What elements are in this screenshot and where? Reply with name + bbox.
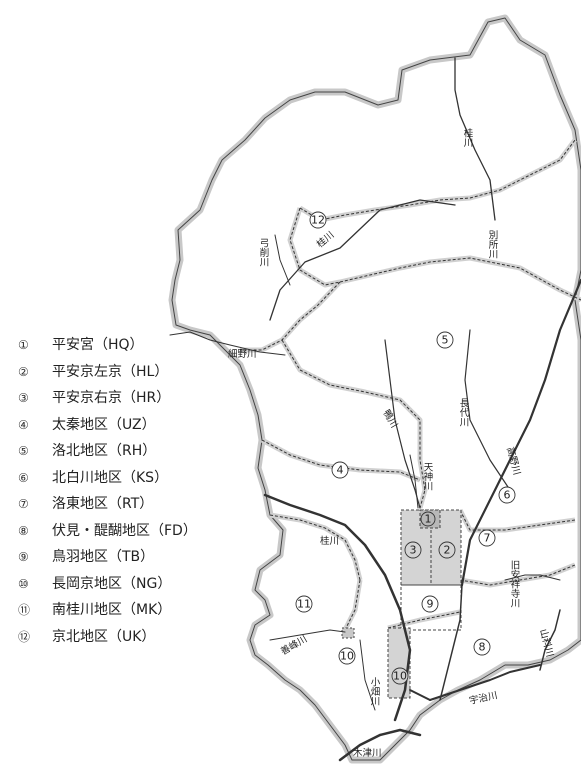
legend-num: ⑩ [18, 576, 29, 591]
outer-boundary [168, 14, 581, 764]
legend-label: 平安京左京（HL） [52, 363, 169, 380]
river-takano: 高野川 [504, 446, 523, 477]
legend-label: 太秦地区（UZ） [52, 416, 156, 433]
area-5-label: 5 [442, 334, 449, 347]
river-katsura-north: 桂川 [462, 127, 474, 147]
river-yuge: 弓削川 [258, 238, 270, 267]
area-10-label: 10 [340, 650, 354, 663]
legend-item-3: ③ 平安京右京（HR） [18, 385, 197, 412]
river-uji: 宇治川 [468, 689, 498, 707]
legend-label: 京北地区（UK） [52, 628, 156, 645]
area-9-label: 9 [427, 598, 434, 611]
river-kizu: 木津川 [353, 747, 382, 759]
district-boundaries [240, 138, 581, 632]
legend-num: ① [18, 338, 29, 353]
legend-label: 鳥羽地区（TB） [52, 549, 155, 566]
area-marker-labels: 12 5 4 6 1 3 2 7 9 11 10 10 8 [297, 214, 511, 683]
area-1-label: 1 [425, 513, 432, 526]
area-6-label: 6 [504, 489, 511, 502]
legend-item-12: ⑫ 京北地区（UK） [18, 624, 197, 651]
river-zenpo: 善峰川 [279, 633, 310, 658]
legend-num: ⑫ [18, 629, 31, 644]
legend-num: ② [18, 364, 29, 379]
legend-item-2: ② 平安京左京（HL） [18, 359, 197, 386]
legend-num: ④ [18, 417, 29, 432]
legend-label: 洛北地区（RH） [52, 443, 157, 460]
area-8-label: 8 [479, 641, 486, 654]
river-beppo: 別所川 [487, 230, 499, 259]
river-obata: 小畑川 [369, 677, 381, 706]
legend-num: ⑧ [18, 523, 29, 538]
legend-num: ⑪ [18, 603, 31, 618]
area-3-label: 3 [410, 544, 417, 557]
river-nagashiro: 長代川 [458, 398, 470, 427]
area-markers [295, 211, 516, 685]
legend-item-10: ⑩ 長岡京地区（NG） [18, 571, 197, 598]
river-kamo: 鴨川 [380, 408, 400, 430]
river-katsura-upper: 桂川 [314, 229, 336, 250]
legend-label: 北白川地区（KS） [52, 469, 169, 486]
river-tenjin: 天神川 [422, 462, 434, 491]
river-kyuanshoji: 旧安祥寺川 [509, 560, 521, 608]
legend-item-1: ① 平安宮（HQ） [18, 332, 197, 359]
district-legend: ① 平安宮（HQ） ② 平安京左京（HL） ③ 平安京右京（HR） ④ 太秦地区（UZ）… [18, 332, 197, 650]
legend-num: ⑨ [18, 550, 29, 565]
legend-item-5: ⑤ 洛北地区（RH） [18, 438, 197, 465]
area-10b-label: 10 [393, 670, 407, 683]
legend-label: 洛東地区（RT） [52, 496, 154, 513]
legend-item-7: ⑦ 洛東地区（RT） [18, 491, 197, 518]
river-hosono: 細野川 [228, 348, 257, 360]
area-7-label: 7 [484, 532, 491, 545]
legend-item-8: ⑧ 伏見・醍醐地区（FD） [18, 518, 197, 545]
legend-label: 平安宮（HQ） [52, 337, 144, 354]
legend-label: 伏見・醍醐地区（FD） [52, 522, 197, 539]
legend-label: 長岡京地区（NG） [52, 575, 172, 592]
area-12-label: 12 [311, 214, 325, 227]
area-2-label: 2 [444, 544, 451, 557]
legend-item-9: ⑨ 鳥羽地区（TB） [18, 544, 197, 571]
legend-item-4: ④ 太秦地区（UZ） [18, 412, 197, 439]
legend-num: ⑥ [18, 470, 29, 485]
area-4-label: 4 [337, 464, 344, 477]
legend-num: ⑦ [18, 497, 29, 512]
legend-item-6: ⑥ 北白川地区（KS） [18, 465, 197, 492]
area-11-label: 11 [297, 598, 311, 611]
legend-label: 南桂川地区（MK） [52, 602, 172, 619]
rivers [169, 57, 581, 762]
legend-label: 平安京右京（HR） [52, 390, 171, 407]
legend-num: ③ [18, 391, 29, 406]
river-katsura-south: 桂川 [320, 535, 339, 547]
legend-item-11: ⑪ 南桂川地区（MK） [18, 597, 197, 624]
legend-num: ⑤ [18, 444, 29, 459]
